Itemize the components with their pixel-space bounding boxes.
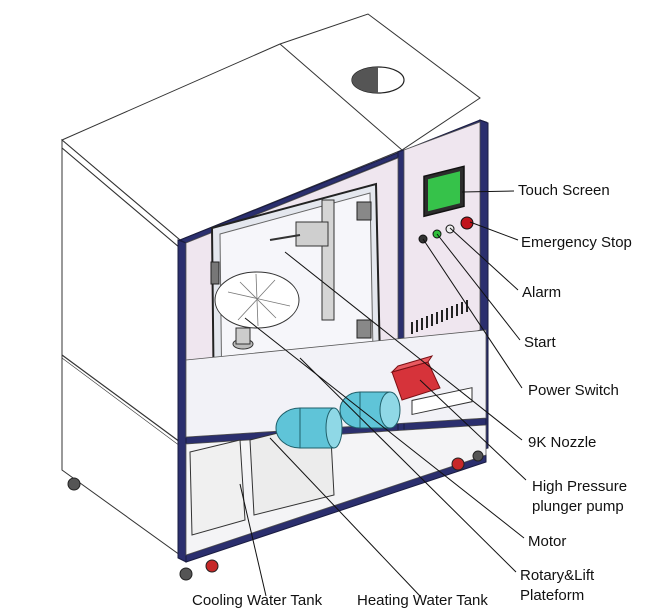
door-hinge-bottom	[356, 319, 372, 339]
alarm-light	[445, 224, 455, 234]
label-heating-tank: Heating Water Tank	[357, 592, 488, 609]
label-nozzle: 9K Nozzle	[528, 434, 596, 451]
label-motor: Motor	[528, 533, 566, 550]
cooling-water-tank	[189, 439, 246, 536]
emergency-stop-button[interactable]	[460, 216, 474, 230]
door-hinge-top	[356, 201, 372, 221]
label-power-switch: Power Switch	[528, 382, 619, 399]
leader-lines	[239, 190, 527, 597]
caster-wheel	[205, 559, 219, 573]
top-lid	[61, 13, 481, 250]
label-touch-screen: Touch Screen	[518, 182, 610, 199]
label-start: Start	[524, 334, 557, 351]
control-panel	[403, 121, 481, 356]
left-side-panel	[61, 146, 181, 556]
caster-wheel	[451, 457, 465, 471]
label-alarm: Alarm	[522, 284, 561, 301]
label-pump-line2: plunger pump	[532, 498, 624, 515]
door-latch[interactable]	[210, 261, 220, 285]
casters	[67, 450, 484, 581]
label-rotary-line1: Rotary&Lift	[520, 567, 595, 584]
motor	[275, 391, 401, 449]
label-emergency-stop: Emergency Stop	[521, 234, 632, 251]
lower-compartment	[185, 329, 487, 556]
label-rotary-line2: Plateform	[520, 587, 584, 604]
callout-labels: Touch Screen Emergency Stop Alarm Start …	[192, 182, 632, 609]
label-cooling-tank: Cooling Water Tank	[192, 592, 323, 609]
label-pump-line1: High Pressure	[532, 478, 627, 495]
